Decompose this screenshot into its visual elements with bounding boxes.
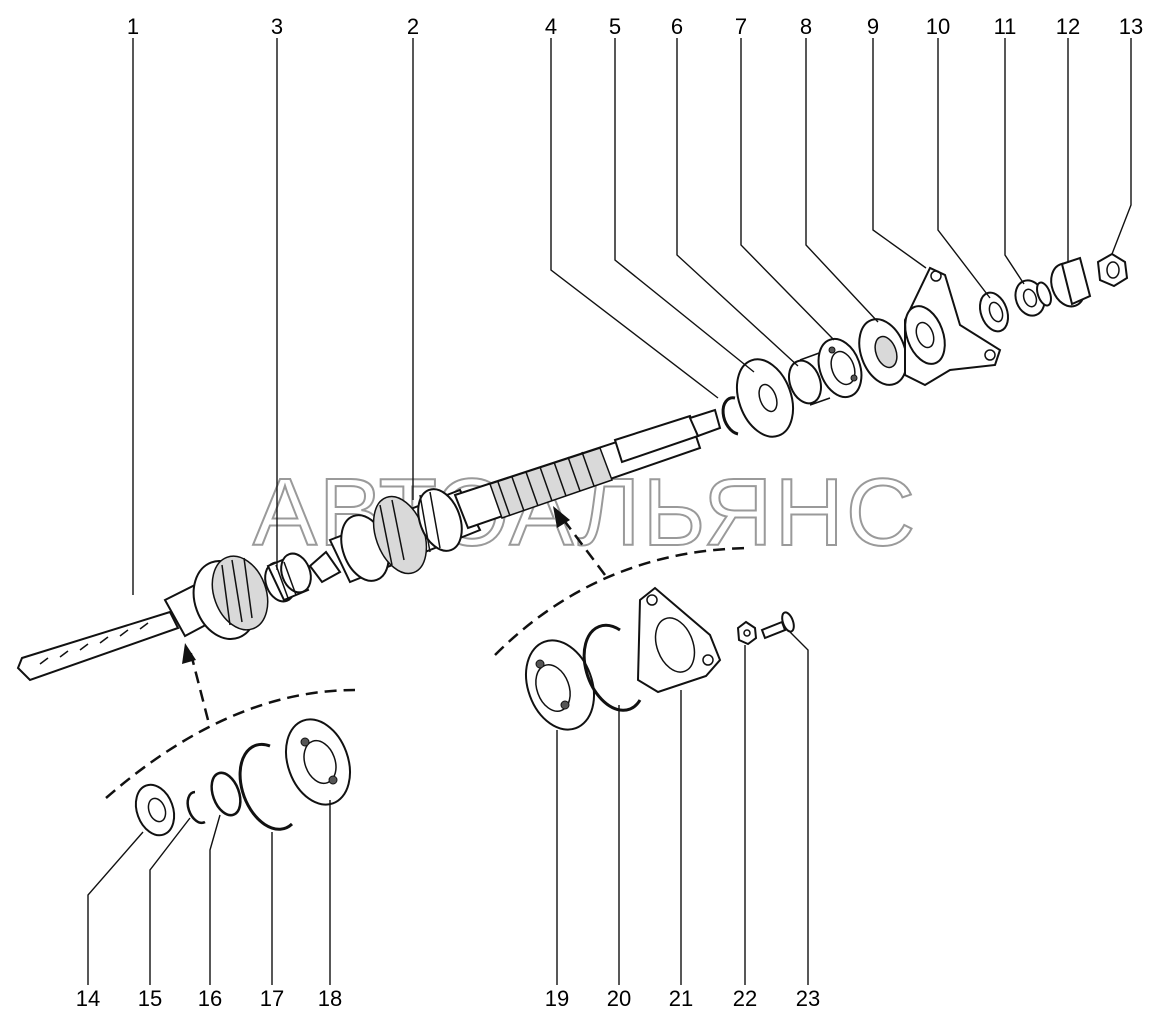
snap-ring-icon [238,742,294,831]
leader-lines [87,38,1132,985]
callout-numbers-bottom-left: 14 15 16 17 18 [76,986,342,1011]
callout-1: 1 [127,14,139,39]
callout-18: 18 [318,986,342,1011]
callout-22: 22 [733,986,757,1011]
oil-seal-icon [134,783,176,837]
callout-8: 8 [800,14,812,39]
washer-icon [735,358,795,438]
ball-bearing-icon [858,318,908,386]
assembly-arrows [105,506,751,799]
needle-bearing-icon [264,552,312,603]
gear-cluster-shaft-icon [308,408,722,584]
gasket-plate-icon [636,586,722,694]
ball-bearing-icon [285,718,351,806]
callout-13: 13 [1119,14,1143,39]
spacer-ring-icon [788,351,831,406]
snap-ring-icon [210,771,242,817]
snap-ring-icon [582,623,642,712]
lock-nut-icon [1014,279,1052,317]
callout-9: 9 [867,14,879,39]
nut-icon [736,620,758,646]
callout-10: 10 [926,14,950,39]
bearing-cup-icon [1050,256,1092,308]
callout-15: 15 [138,986,162,1011]
circlip-icon [186,790,206,825]
callout-5: 5 [609,14,621,39]
callout-19: 19 [545,986,569,1011]
input-shaft-icon [16,555,269,682]
callout-14: 14 [76,986,100,1011]
callout-4: 4 [545,14,557,39]
callout-2: 2 [407,14,419,39]
callout-23: 23 [796,986,820,1011]
bolt-icon [760,611,795,640]
callout-6: 6 [671,14,683,39]
flange-housing-icon [904,266,1002,387]
ball-bearing-icon [525,639,595,731]
ball-bearing-icon [817,337,863,399]
callout-3: 3 [271,14,283,39]
circlip-icon [721,396,739,436]
callout-12: 12 [1056,14,1080,39]
oil-seal-icon [978,291,1010,333]
callout-numbers-bottom-right: 19 20 21 22 23 [545,986,820,1011]
callout-7: 7 [735,14,747,39]
callout-20: 20 [607,986,631,1011]
callout-11: 11 [994,14,1017,39]
callout-16: 16 [198,986,222,1011]
callout-numbers-top: 1 3 2 4 5 6 7 8 9 10 11 12 13 [127,14,1143,39]
nut-icon [1096,252,1129,288]
callout-17: 17 [260,986,284,1011]
callout-21: 21 [669,986,693,1011]
